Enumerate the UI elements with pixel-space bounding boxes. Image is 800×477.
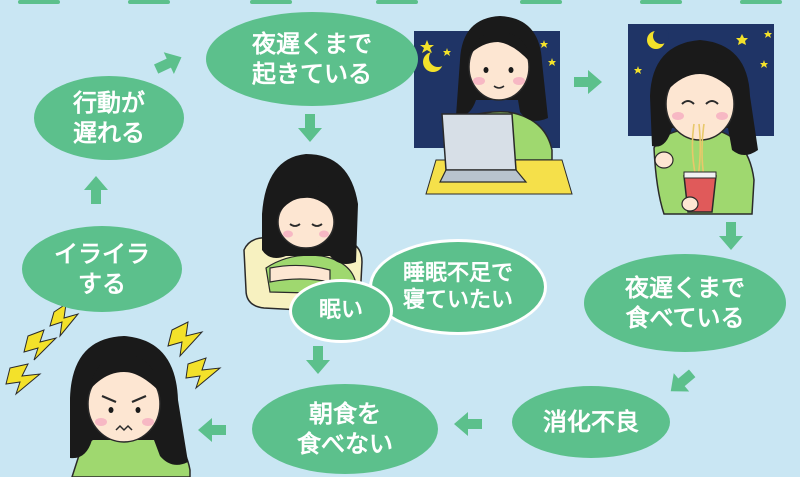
bubble-sleep-deprived: 睡眠不足で 寝ていたい [372,242,544,332]
star-icon [540,40,548,48]
bubble-stay-up-late: 夜遅くまで 起きている [206,12,418,106]
star-icon [420,40,434,53]
bubble-eat-late: 夜遅くまで 食べている [584,254,786,352]
lightning-bolt-icon [23,329,58,361]
star-icon [548,58,556,66]
bubble-indigestion: 消化不良 [512,386,670,458]
bubble-irritable: イライラ する [22,226,182,312]
top-dash [128,0,170,4]
star-icon [760,60,768,68]
top-dash [376,0,418,4]
top-dash [250,0,292,4]
star-icon [634,66,642,74]
bubble-skip-breakfast: 朝食を 食べない [252,384,438,474]
star-icon [443,48,451,56]
top-dash [740,0,782,4]
bubble-act-late: 行動が 遅れる [34,76,184,160]
moon-icon [423,49,447,72]
top-dash [640,0,682,4]
lightning-bolt-icon [5,363,42,396]
lightning-bolt-icon [185,357,222,390]
top-dash [18,0,60,4]
bubble-sleepy: 眠い [292,282,390,340]
lightning-bolt-icon [167,321,204,358]
top-dash [520,0,562,4]
moon-icon [647,28,669,49]
star-icon [736,34,748,45]
star-icon [764,30,772,38]
